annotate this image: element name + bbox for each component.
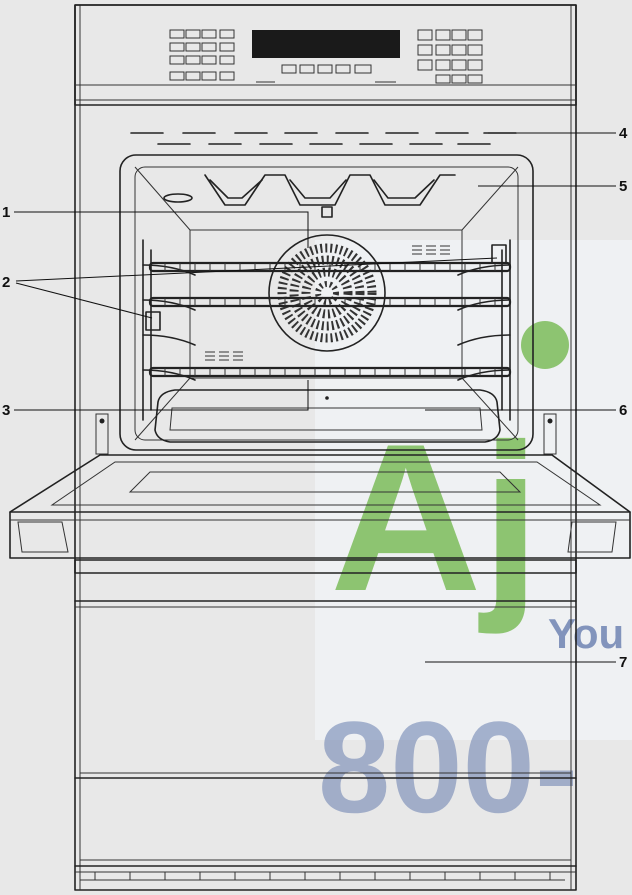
convection-fan — [268, 234, 386, 352]
middle-keypad — [256, 64, 396, 83]
callout-1: 1 — [2, 204, 309, 248]
watermark: Aj You 800- — [315, 240, 632, 840]
callout-6: 6 — [425, 402, 627, 419]
oven-cavity — [119, 154, 534, 451]
watermark-letters: Aj — [330, 400, 540, 635]
cavity-vents — [205, 245, 450, 361]
control-panel — [74, 4, 577, 106]
broil-element — [163, 174, 456, 218]
watermark-panel — [315, 240, 632, 740]
left-keypad — [169, 29, 235, 81]
rack-bottom — [148, 366, 512, 378]
oven-light-right — [491, 244, 507, 264]
oven-door-open — [9, 454, 631, 559]
watermark-tagline: You — [548, 610, 624, 657]
callout-2-label: 2 — [2, 274, 10, 291]
callout-2: 2 — [2, 257, 498, 319]
callout-5-label: 5 — [619, 178, 627, 195]
oven-light-left — [145, 311, 161, 331]
watermark-number: 800- — [318, 694, 578, 840]
oven-racks — [148, 261, 512, 378]
callout-7: 7 — [425, 654, 627, 671]
oven-lights — [145, 244, 507, 331]
callout-3: 3 — [2, 380, 309, 419]
callout-6-label: 6 — [619, 402, 627, 419]
right-keypad — [417, 29, 483, 84]
rack-top — [148, 261, 512, 273]
watermark-dot — [521, 321, 569, 369]
door-hinges — [95, 413, 557, 455]
rack-middle — [148, 296, 512, 308]
callout-7-label: 7 — [619, 654, 627, 671]
callout-1-label: 1 — [2, 204, 10, 221]
vent-slots — [130, 132, 517, 145]
oven-bottom — [154, 389, 501, 443]
callout-4: 4 — [488, 125, 628, 142]
control-display — [252, 30, 400, 58]
lower-oven — [74, 559, 577, 881]
callout-4-label: 4 — [619, 125, 628, 142]
callout-3-label: 3 — [2, 402, 10, 419]
callout-5: 5 — [478, 178, 627, 195]
